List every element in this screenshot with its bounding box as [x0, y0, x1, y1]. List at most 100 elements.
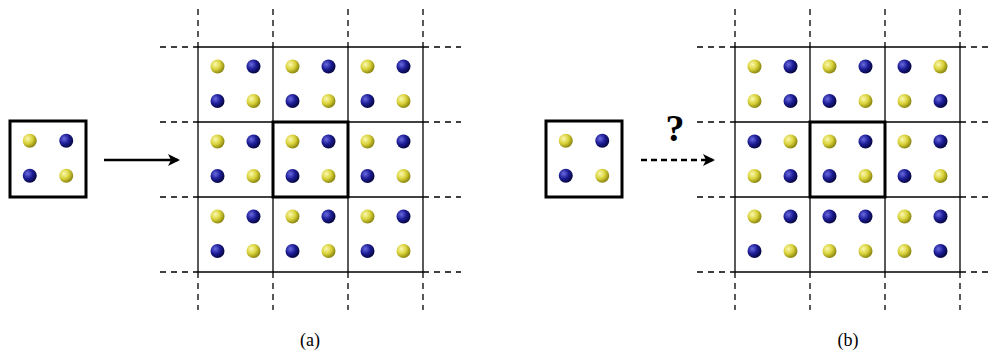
dashed-extension [809, 9, 810, 47]
dashed-extension [347, 272, 348, 310]
yellow-atom [211, 135, 225, 149]
dashed-extension [272, 9, 273, 47]
cell-border [735, 271, 960, 272]
yellow-atom [397, 169, 411, 183]
dashed-extension [960, 196, 992, 197]
dashed-extension [959, 9, 960, 47]
blue-atom [322, 60, 336, 74]
dashed-extension [734, 9, 735, 47]
unit-cell [546, 121, 622, 197]
dashed-extension [884, 9, 885, 47]
blue-atom [934, 135, 948, 149]
dashed-extension [423, 196, 461, 197]
dashed-extension [423, 46, 461, 47]
question-mark-text: ? [666, 107, 685, 149]
yellow-atom [748, 94, 762, 108]
dashed-extension [734, 272, 735, 310]
dashed-extension [697, 196, 735, 197]
cell-border [198, 46, 423, 47]
panel-label-text: (b) [838, 330, 859, 350]
yellow-atom [247, 169, 261, 183]
cell-border [735, 46, 960, 47]
yellow-atom [859, 94, 873, 108]
blue-atom [247, 60, 261, 74]
panel-label: (a) [300, 330, 320, 351]
yellow-atom [748, 60, 762, 74]
blue-atom [397, 60, 411, 74]
yellow-atom [361, 210, 375, 224]
question-mark: ? [666, 106, 685, 150]
blue-atom [59, 134, 73, 148]
yellow-atom [211, 210, 225, 224]
dashed-extension [347, 9, 348, 47]
yellow-atom [286, 135, 300, 149]
dashed-extension [422, 272, 423, 310]
dashed-extension [960, 46, 992, 47]
blue-atom [784, 210, 798, 224]
blue-atom [211, 94, 225, 108]
yellow-atom [898, 210, 912, 224]
yellow-atom [595, 169, 609, 183]
cell-border [734, 47, 735, 272]
blue-atom [211, 169, 225, 183]
blue-atom [559, 169, 573, 183]
yellow-atom [397, 244, 411, 258]
dashed-extension [697, 46, 735, 47]
yellow-atom [247, 244, 261, 258]
panel-label: (b) [838, 330, 859, 351]
panel-label-text: (a) [300, 330, 320, 350]
dashed-extension [197, 272, 198, 310]
yellow-atom [247, 94, 261, 108]
blue-atom [247, 210, 261, 224]
dashed-extension [160, 46, 198, 47]
dashed-extension [697, 121, 735, 122]
dashed-extension [960, 271, 992, 272]
yellow-atom [322, 244, 336, 258]
yellow-atom [784, 244, 798, 258]
blue-atom [595, 134, 609, 148]
yellow-atom [823, 135, 837, 149]
dashed-extension [272, 272, 273, 310]
yellow-atom [898, 135, 912, 149]
dashed-extension [160, 271, 198, 272]
dashed-extension [423, 121, 461, 122]
dashed-extension [197, 9, 198, 47]
yellow-atom [322, 94, 336, 108]
dashed-extension [697, 271, 735, 272]
cell-border [422, 47, 423, 272]
blue-atom [859, 135, 873, 149]
central-cell [273, 122, 348, 197]
yellow-atom [397, 94, 411, 108]
blue-atom [934, 244, 948, 258]
unit-cell [10, 121, 86, 197]
yellow-atom [286, 60, 300, 74]
yellow-atom [59, 169, 73, 183]
blue-atom [361, 244, 375, 258]
yellow-atom [823, 244, 837, 258]
dashed-extension [959, 272, 960, 310]
blue-atom [748, 135, 762, 149]
arrow [104, 159, 178, 162]
blue-atom [823, 94, 837, 108]
blue-atom [934, 94, 948, 108]
yellow-atom [934, 60, 948, 74]
yellow-atom [211, 60, 225, 74]
blue-atom [784, 169, 798, 183]
blue-atom [322, 135, 336, 149]
dashed-extension [423, 271, 461, 272]
dashed-extension [160, 121, 198, 122]
blue-atom [859, 60, 873, 74]
dashed-extension [809, 272, 810, 310]
blue-atom [397, 135, 411, 149]
cell-border [197, 47, 198, 272]
cell-border [959, 47, 960, 272]
yellow-atom [859, 169, 873, 183]
yellow-atom [361, 135, 375, 149]
blue-atom [823, 169, 837, 183]
blue-atom [784, 60, 798, 74]
blue-atom [859, 210, 873, 224]
blue-atom [898, 60, 912, 74]
dashed-extension [884, 272, 885, 310]
